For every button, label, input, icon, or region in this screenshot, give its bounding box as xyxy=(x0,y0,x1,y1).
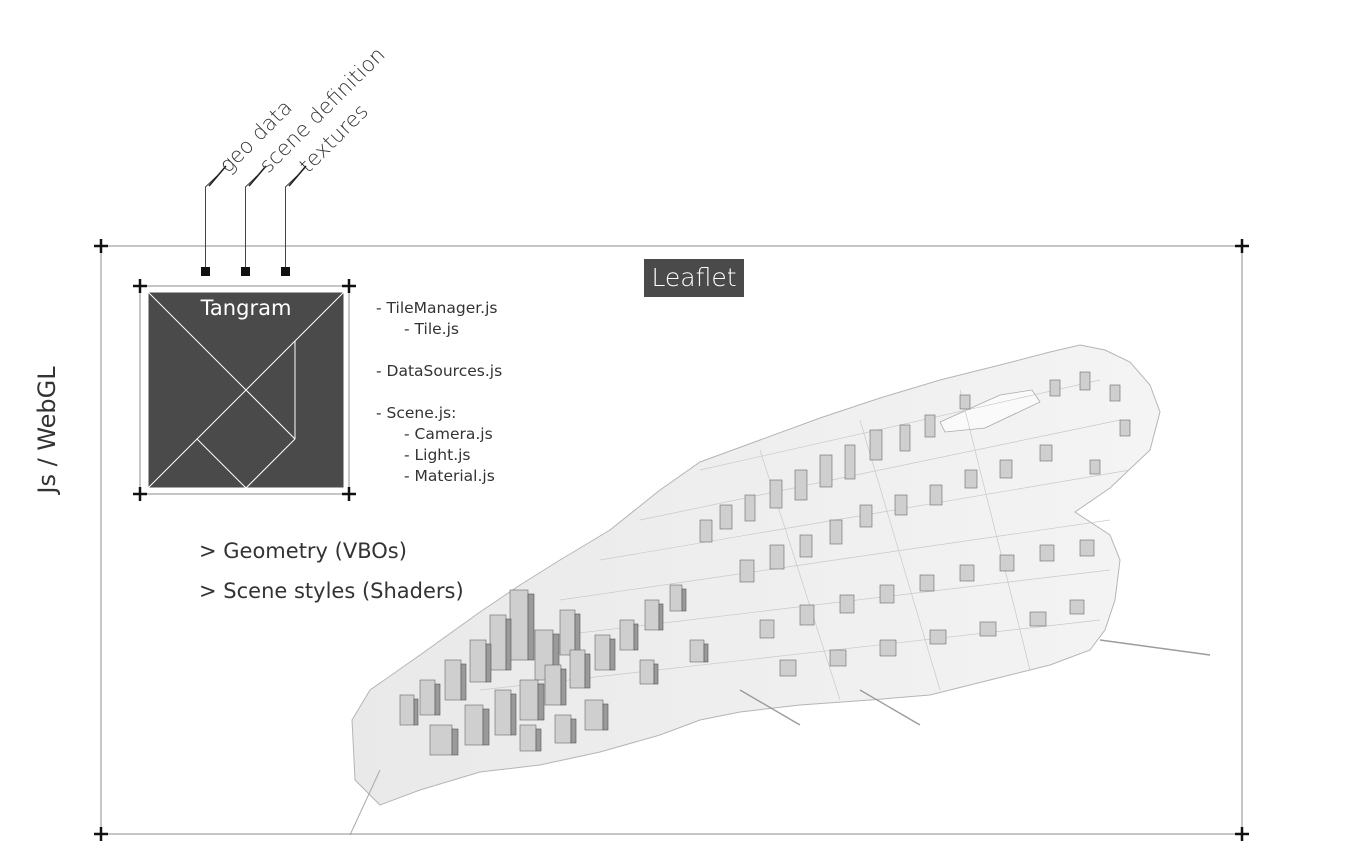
tangram-engine-box xyxy=(133,279,356,501)
file-item: - Light.js xyxy=(404,446,471,464)
tangram-puzzle-lines xyxy=(147,291,345,489)
geo-data-port xyxy=(201,267,210,276)
input-labels: geo data scene definition textures xyxy=(215,42,390,177)
output-geometry: > Geometry (VBOs) xyxy=(199,539,407,563)
file-item: - Tile.js xyxy=(404,320,459,338)
tangram-title: Tangram xyxy=(200,296,292,320)
file-item: - DataSources.js xyxy=(376,362,503,380)
source-file-list: - TileManager.js - Tile.js - DataSources… xyxy=(376,298,502,487)
tangram-corner-marks xyxy=(133,279,356,501)
output-scene-styles: > Scene styles (Shaders) xyxy=(199,579,464,603)
textures-port xyxy=(281,267,290,276)
file-item: - Material.js xyxy=(404,467,495,485)
runtime-label: Js / WebGL xyxy=(33,366,61,494)
leaflet-label: Leaflet xyxy=(644,259,744,297)
input-connectors xyxy=(201,165,307,276)
frame-corner-marks xyxy=(94,239,1249,841)
file-item: - Camera.js xyxy=(404,425,493,443)
city-map-image xyxy=(349,344,1211,836)
file-item: - TileManager.js xyxy=(376,299,498,317)
output-list: > Geometry (VBOs) > Scene styles (Shader… xyxy=(199,537,464,617)
scene-definition-port xyxy=(241,267,250,276)
file-item: - Scene.js: xyxy=(376,404,457,422)
